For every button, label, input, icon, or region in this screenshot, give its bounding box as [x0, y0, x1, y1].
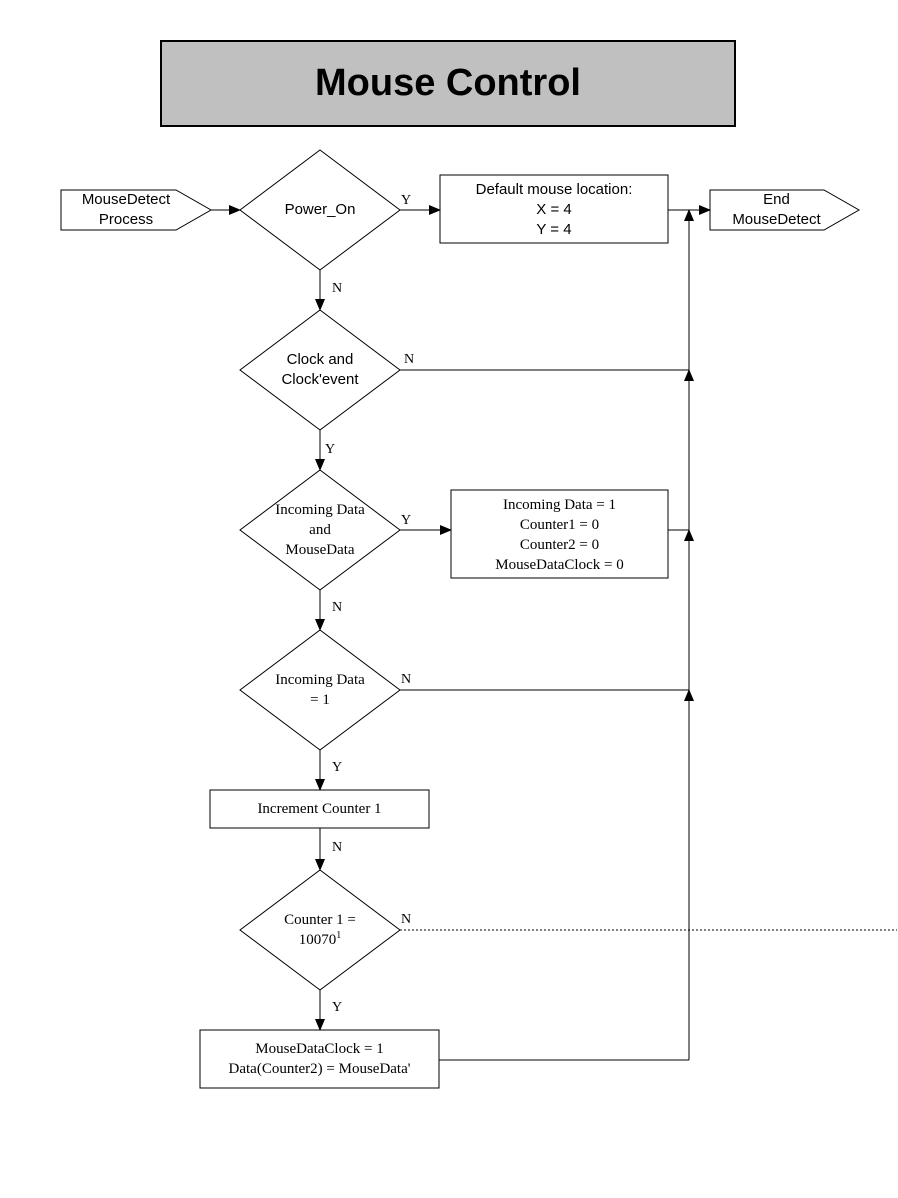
- decision-clock-label: Clock and Clock'event: [281, 351, 359, 388]
- label-power-yes: Y: [401, 193, 412, 208]
- label-clock-no: N: [404, 352, 415, 367]
- label-incoming-no: N: [332, 600, 343, 615]
- process-reset-shape: [450, 489, 669, 579]
- end-terminal-label: End MouseDetect: [732, 191, 821, 228]
- process-store-shape: [199, 1029, 440, 1089]
- process-store-label: MouseDataClock = 1 Data(Counter2) = Mous…: [228, 1041, 411, 1077]
- start-terminal-shape: [60, 189, 213, 231]
- process-reset-label: Incoming Data = 1 Counter1 = 0 Counter2 …: [495, 497, 624, 573]
- decision-incoming-and-label: Incoming Data and MouseData: [275, 502, 365, 558]
- decision-power-on-label: Power_On: [284, 201, 356, 218]
- end-terminal-shape: [709, 189, 861, 231]
- process-default-label: Default mouse location: X = 4 Y = 4: [475, 181, 633, 238]
- process-increment-shape: [209, 789, 430, 829]
- label-counter-no: N: [401, 912, 412, 927]
- label-increment-no: N: [332, 840, 343, 855]
- label-power-no: N: [332, 281, 343, 296]
- label-counter-yes: Y: [332, 1000, 343, 1015]
- page-title: Mouse Control: [160, 40, 736, 127]
- label-eq-no: N: [401, 672, 412, 687]
- process-increment-label: Increment Counter 1: [257, 801, 382, 817]
- footnote-marker: 1: [336, 930, 342, 941]
- label-eq-yes: Y: [332, 760, 343, 775]
- start-terminal-label: MouseDetect Process: [81, 191, 171, 228]
- decision-incoming-eq-label: Incoming Data = 1: [275, 672, 365, 708]
- label-clock-yes: Y: [325, 442, 336, 457]
- decision-counter-label: Counter 1 = 100701: [284, 912, 356, 948]
- label-incoming-yes: Y: [401, 513, 412, 528]
